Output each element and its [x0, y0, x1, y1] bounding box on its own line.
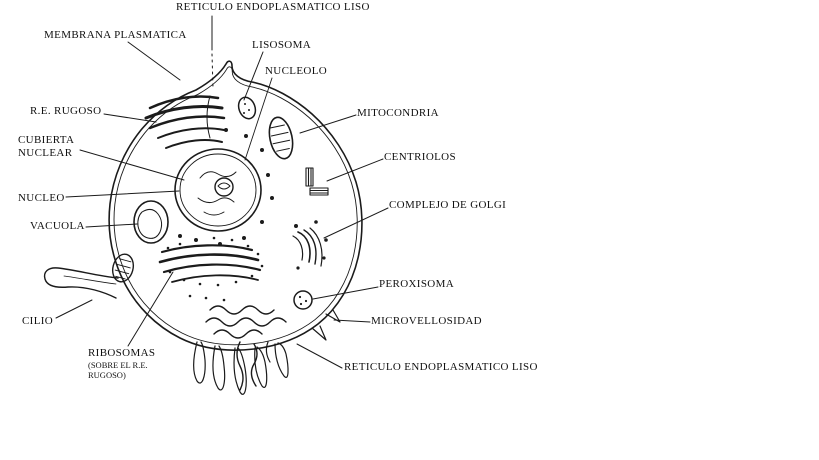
perinuclear-ribosome-dots: [178, 128, 274, 246]
label-nucleo: NUCLEO: [18, 192, 65, 204]
mitochondrion: [266, 115, 296, 161]
label-vacuola: VACUOLA: [30, 220, 85, 232]
leader-nucleo: [66, 191, 179, 197]
label-peroxisoma: PEROXISOMA: [379, 278, 455, 290]
label-cubierta-nuclear-line2: NUCLEAR: [18, 147, 73, 159]
golgi-complex: [293, 220, 328, 270]
leader-re-rugoso: [104, 114, 156, 122]
leader-cilio: [56, 300, 92, 318]
label-cubierta-nuclear-line1: CUBIERTA: [18, 134, 75, 146]
label-cilio: CILIO: [22, 315, 54, 327]
label-cubierta-nuclear: CUBIERTA NUCLEAR: [18, 134, 74, 160]
left-mitochondrion: [110, 252, 137, 284]
golgi-vesicles: [294, 220, 328, 270]
microvilli: [194, 310, 340, 394]
label-ribosomas: RIBOSOMAS (SOBRE EL R.E. RUGOSO): [88, 347, 155, 380]
leader-mitocondria: [300, 115, 356, 133]
label-ribosomas-main: RIBOSOMAS: [88, 347, 156, 359]
leader-complejo-de-golgi: [324, 208, 388, 238]
plasma-membrane: [109, 61, 362, 350]
ribosome-dots: [166, 236, 264, 302]
vacuole: [134, 201, 168, 243]
label-reticulo-endoplasmatico-liso-bottom: RETICULO ENDOPLASMATICO LISO: [344, 361, 538, 373]
leader-centriolos: [327, 159, 383, 181]
peroxisome: [294, 291, 312, 309]
leader-re-liso-top-dashed: [212, 54, 213, 88]
label-centriolos: CENTRIOLOS: [384, 151, 456, 163]
label-lisosoma: LISOSOMA: [252, 39, 312, 51]
chromatin: [200, 172, 236, 178]
leader-vacuola: [86, 224, 137, 227]
rough-er: [146, 96, 264, 302]
label-reticulo-endoplasmatico-liso-top: RETICULO ENDOPLASMATICO LISO: [176, 1, 370, 13]
label-complejo-de-golgi: COMPLEJO DE GOLGI: [389, 199, 507, 211]
label-mitocondria: MITOCONDRIA: [357, 107, 439, 119]
leader-lisosoma: [244, 52, 263, 100]
cilium: [45, 268, 118, 298]
leader-ribosomas: [128, 272, 173, 346]
smooth-er: [206, 306, 286, 390]
leader-peroxisoma: [313, 287, 378, 299]
label-ribosomas-sub-line1: (SOBRE EL R.E.: [88, 360, 148, 370]
leader-membrana-plasmatica: [128, 42, 180, 80]
label-membrana-plasmatica: MEMBRANA PLASMATICA: [44, 29, 187, 41]
leader-microvellosidad: [334, 320, 370, 322]
label-nucleolo: NUCLEOLO: [265, 65, 328, 77]
nuclear-envelope: [175, 149, 261, 231]
label-ribosomas-sub-line2: RUGOSO): [88, 370, 126, 380]
leader-lines: [56, 16, 388, 368]
leader-re-liso-bottom: [297, 344, 342, 368]
lysosome: [236, 95, 259, 121]
nucleolus: [215, 178, 233, 196]
centrioles: [306, 168, 328, 195]
label-re-rugoso: R.E. RUGOSO: [30, 105, 102, 117]
leader-cubierta-nuclear: [80, 150, 184, 180]
nucleus: [175, 128, 274, 246]
label-microvellosidad: MICROVELLOSIDAD: [371, 315, 482, 327]
